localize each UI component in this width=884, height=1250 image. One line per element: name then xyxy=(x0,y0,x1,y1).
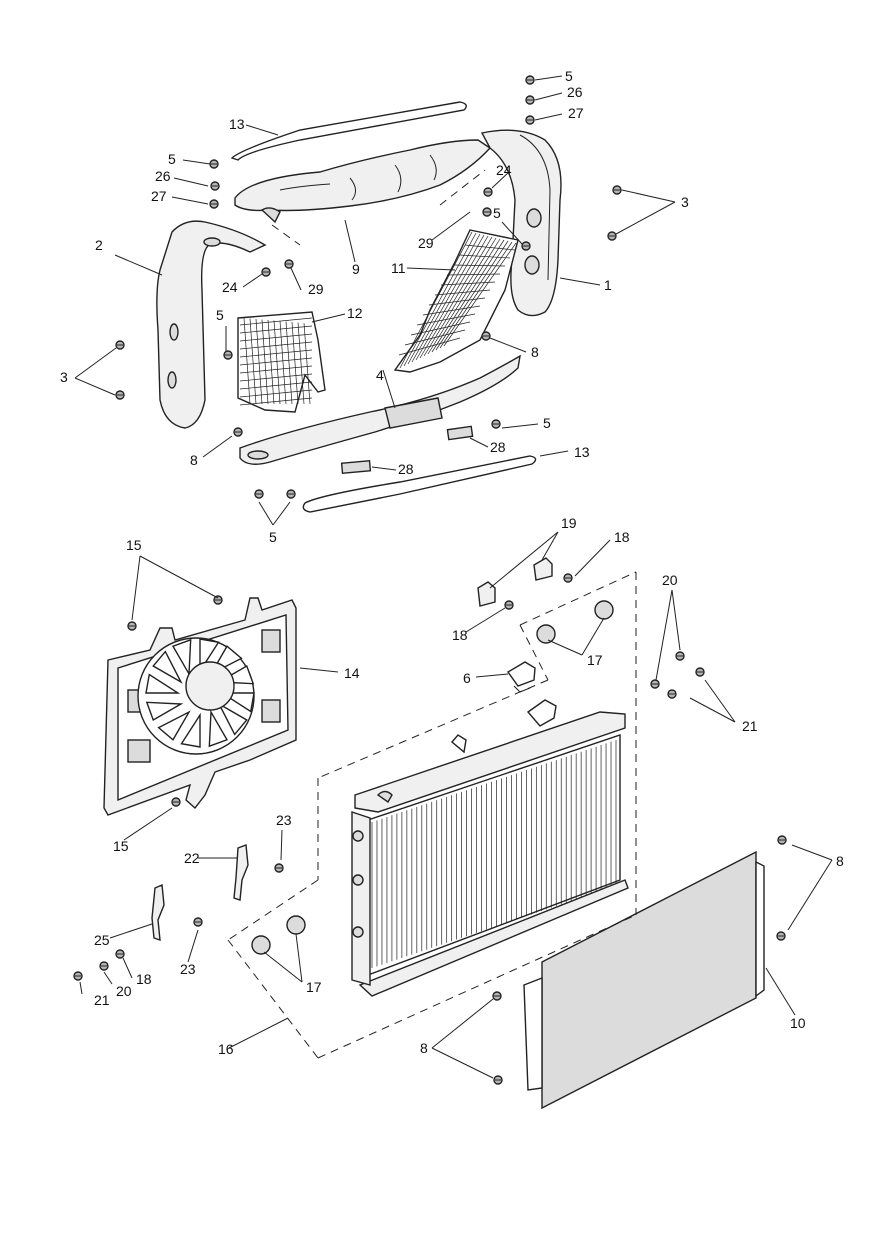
trim-strip-lower xyxy=(302,455,537,513)
callout-27: 27 xyxy=(151,188,167,204)
callout-24: 24 xyxy=(496,162,512,178)
callout-8: 8 xyxy=(836,853,844,869)
callout-leader-lines xyxy=(74,75,833,1079)
right-grille-mesh xyxy=(393,229,519,373)
callout-3: 3 xyxy=(681,194,689,210)
callout-8: 8 xyxy=(190,452,198,468)
mounting-brackets xyxy=(151,557,553,942)
callout-26: 26 xyxy=(155,168,171,184)
callout-28: 28 xyxy=(398,461,414,477)
foam-pads xyxy=(340,425,474,474)
callout-29: 29 xyxy=(308,281,324,297)
callout-17: 17 xyxy=(306,979,322,995)
callout-12: 12 xyxy=(347,305,363,321)
radiator-guard-panel xyxy=(523,850,765,1110)
callout-13: 13 xyxy=(229,116,245,132)
lower-belly-pan xyxy=(239,354,521,465)
callout-5: 5 xyxy=(168,151,176,167)
callout-13: 13 xyxy=(574,444,590,460)
callout-18: 18 xyxy=(452,627,468,643)
cooling-fan-assembly xyxy=(103,597,297,816)
callout-16: 16 xyxy=(218,1041,234,1057)
callout-20: 20 xyxy=(116,983,132,999)
callout-10: 10 xyxy=(790,1015,806,1031)
callout-5: 5 xyxy=(543,415,551,431)
left-side-panel xyxy=(156,220,267,429)
callout-25: 25 xyxy=(94,932,110,948)
right-side-panel xyxy=(480,129,562,317)
callout-4: 4 xyxy=(376,367,384,383)
callout-29: 29 xyxy=(418,235,434,251)
callout-22: 22 xyxy=(184,850,200,866)
callout-23: 23 xyxy=(180,961,196,977)
trim-strip-upper xyxy=(230,101,467,161)
callout-19: 19 xyxy=(561,515,577,531)
callout-23: 23 xyxy=(276,812,292,828)
callout-24: 24 xyxy=(222,279,238,295)
callout-21: 21 xyxy=(742,718,758,734)
callout-11: 11 xyxy=(391,260,406,276)
callout-28: 28 xyxy=(490,439,506,455)
callout-26: 26 xyxy=(567,84,583,100)
callout-6: 6 xyxy=(463,670,471,686)
callout-1: 1 xyxy=(604,277,612,293)
radiator-cap xyxy=(506,661,536,693)
center-top-cowl xyxy=(234,139,492,246)
callout-20: 20 xyxy=(662,572,678,588)
callout-2: 2 xyxy=(95,237,103,253)
assembly-boundary xyxy=(227,571,637,1059)
callout-5: 5 xyxy=(269,529,277,545)
callout-5: 5 xyxy=(493,205,501,221)
rubber-grommets xyxy=(251,600,614,955)
callout-9: 9 xyxy=(352,261,360,277)
radiator-core xyxy=(351,699,629,997)
callout-17: 17 xyxy=(587,652,603,668)
callout-18: 18 xyxy=(136,971,152,987)
callout-21: 21 xyxy=(94,992,110,1008)
callout-labels: 1 2 3 3 4 5 5 5 5 5 5 6 8 8 8 8 9 10 11 … xyxy=(60,68,844,1057)
fastener-screws xyxy=(73,75,787,1085)
callout-8: 8 xyxy=(420,1040,428,1056)
callout-5: 5 xyxy=(565,68,573,84)
callout-5: 5 xyxy=(216,307,224,323)
left-grille-mesh xyxy=(237,311,326,413)
callout-15: 15 xyxy=(113,838,129,854)
callout-14: 14 xyxy=(344,665,360,681)
callout-18: 18 xyxy=(614,529,630,545)
callout-27: 27 xyxy=(568,105,584,121)
callout-8: 8 xyxy=(531,344,539,360)
callout-15: 15 xyxy=(126,537,142,553)
callout-3: 3 xyxy=(60,369,68,385)
